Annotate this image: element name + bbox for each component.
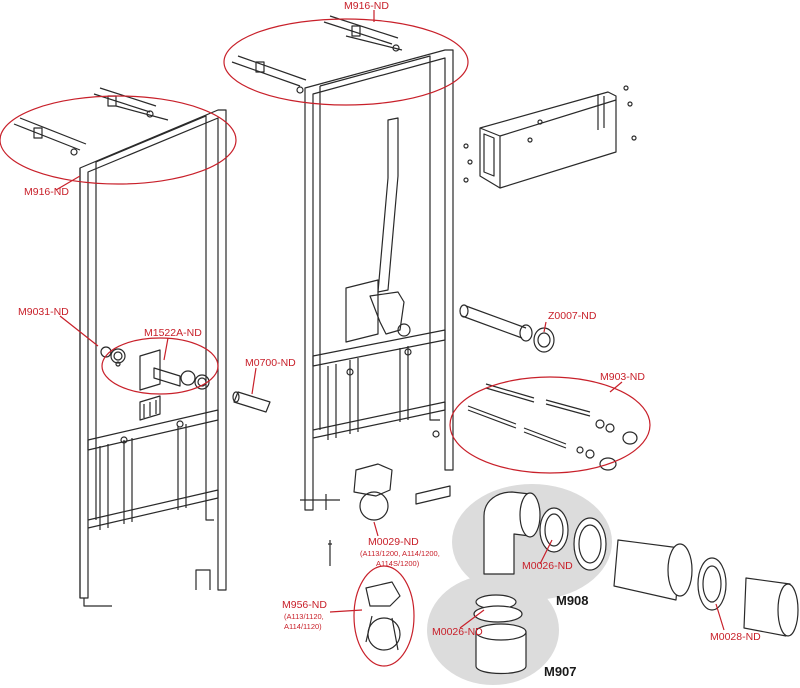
label-m903: M903-ND bbox=[600, 371, 645, 383]
inlet-fittings bbox=[100, 346, 210, 390]
cistern-clamp bbox=[365, 581, 401, 651]
threaded-rods bbox=[467, 383, 638, 471]
sleeve bbox=[232, 391, 271, 413]
label-m0026-b: M0026-ND bbox=[432, 626, 483, 638]
label-m0026-a: M0026-ND bbox=[522, 560, 573, 572]
label-m0029-sub-2: A114S/1200) bbox=[376, 559, 420, 568]
label-m916-left: M916-ND bbox=[24, 186, 69, 198]
label-z0007: Z0007-ND bbox=[548, 310, 597, 322]
label-m0700: M0700-ND bbox=[245, 357, 296, 369]
callout-m9031 bbox=[101, 337, 219, 395]
kit-label-m908: M908 bbox=[556, 593, 589, 608]
label-m956-sub-1: (A113/1120, bbox=[284, 612, 324, 621]
left-frame bbox=[79, 109, 227, 607]
label-m0029-sub-1: (A113/1200, A114/1200, bbox=[360, 549, 440, 558]
callout-m903 bbox=[449, 376, 651, 474]
kit-label-m907: M907 bbox=[544, 664, 577, 679]
box-bracket bbox=[463, 85, 637, 189]
label-m916-top: M916-ND bbox=[344, 0, 389, 12]
pipe-clamp bbox=[328, 463, 393, 566]
label-m956: M956-ND bbox=[282, 599, 327, 611]
label-m0028: M0028-ND bbox=[710, 631, 761, 643]
label-m0029: M0029-ND bbox=[368, 536, 419, 548]
centre-bolt-set bbox=[231, 15, 403, 94]
elbow-bend bbox=[483, 491, 607, 575]
callout-m956 bbox=[353, 565, 415, 667]
pan-connector bbox=[613, 539, 799, 637]
label-m1522a: M1522A-ND bbox=[144, 327, 202, 339]
drain-pipe bbox=[459, 304, 555, 353]
callout-m916-top bbox=[223, 18, 469, 106]
left-bolt-set bbox=[13, 87, 169, 156]
callout-m916-left bbox=[0, 95, 237, 185]
label-m9031: M9031-ND bbox=[18, 306, 69, 318]
label-m956-sub-2: A114/1120) bbox=[284, 622, 322, 631]
centre-frame bbox=[300, 49, 454, 511]
straight-connector bbox=[473, 594, 527, 675]
